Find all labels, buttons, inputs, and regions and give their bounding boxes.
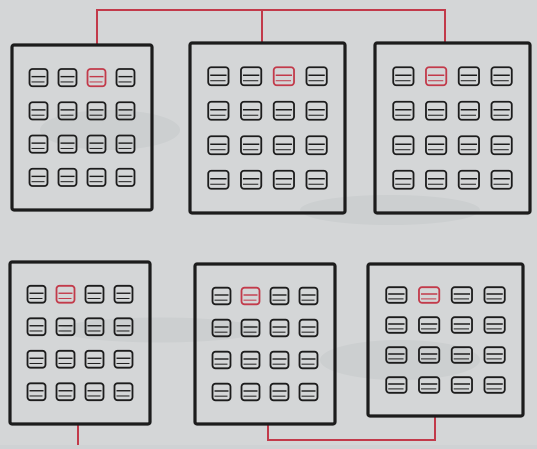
paper-shade — [300, 195, 480, 225]
paper-shade — [320, 340, 480, 380]
paper-shade — [40, 110, 180, 150]
